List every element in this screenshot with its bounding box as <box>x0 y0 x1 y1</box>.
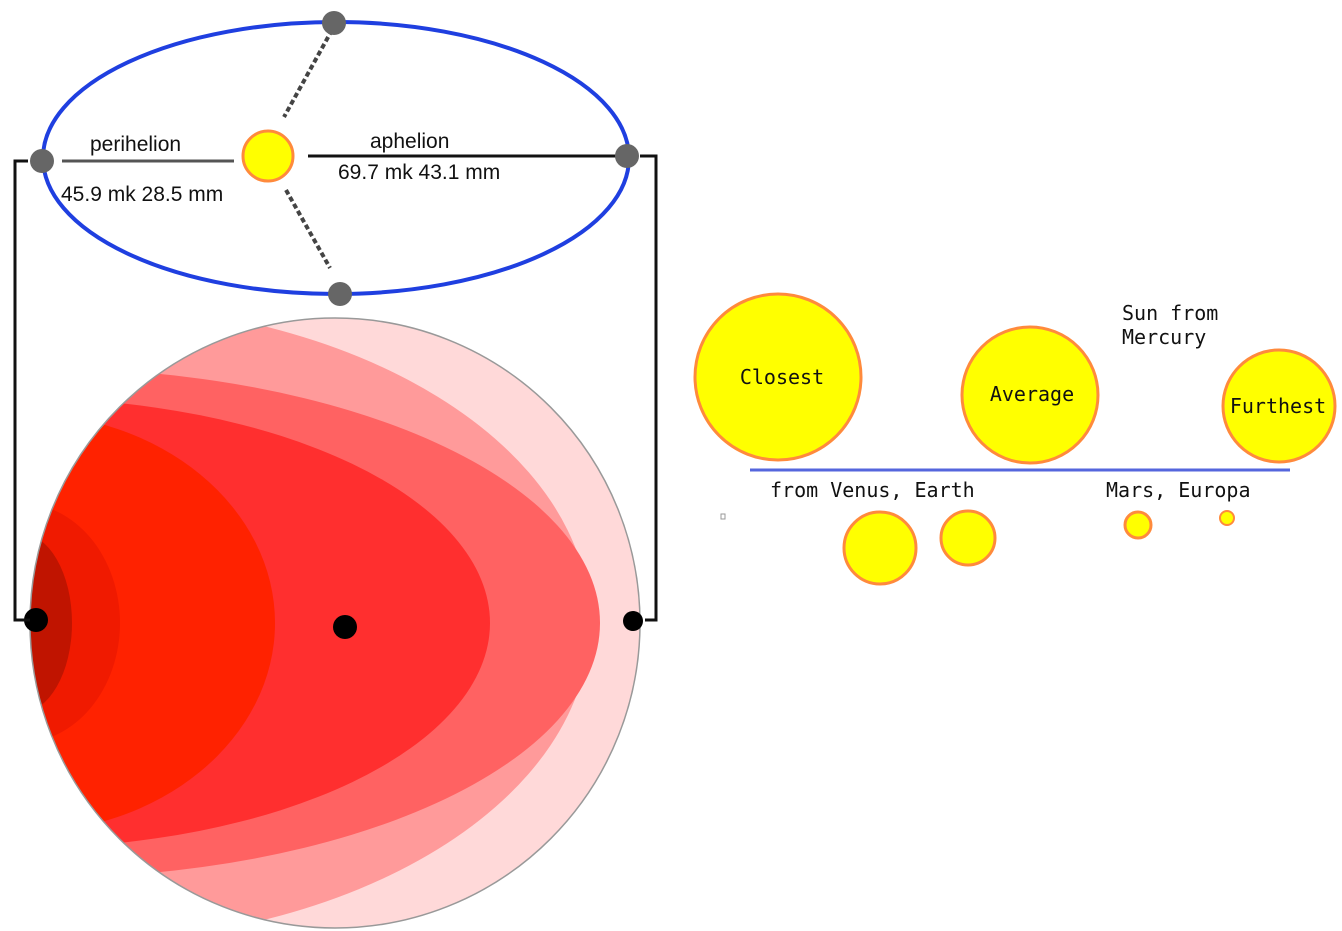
sun-from-europa <box>1219 510 1235 526</box>
contour-band-5 <box>30 503 120 743</box>
sun-from-title-line1: Sun from <box>1122 301 1218 325</box>
orbit-ellipse <box>41 20 631 296</box>
radius-line-top <box>282 29 334 118</box>
tiny-marker <box>720 513 726 520</box>
perihelion-label: perihelion <box>90 133 181 156</box>
subsolar-point-center <box>333 615 357 639</box>
planet-contour-map <box>24 317 643 929</box>
orbit-node-aphelion <box>615 144 639 168</box>
sun-furthest <box>1221 348 1337 464</box>
sun-average <box>960 325 1100 465</box>
perihelion-value: 45.9 mk 28.5 mm <box>61 183 223 206</box>
mars-europa-label: Mars, Europa <box>1106 478 1251 502</box>
sun-closest <box>693 292 863 462</box>
orbit-node-perihelion <box>30 149 54 173</box>
aphelion-value: 69.7 mk 43.1 mm <box>338 161 500 184</box>
orbit-node-top <box>322 11 346 35</box>
sun-from-venus <box>842 510 918 586</box>
sun-from-title-line2: Mercury <box>1122 325 1206 349</box>
subsolar-point-left <box>24 608 48 632</box>
bracket-left <box>13 159 30 622</box>
orbit-sun <box>241 129 295 183</box>
aphelion-label: aphelion <box>370 130 449 153</box>
sun-furthest-label: Furthest <box>1230 394 1326 418</box>
sun-from-earth <box>939 509 997 567</box>
venus-earth-label: from Venus, Earth <box>770 478 975 502</box>
connector-brackets <box>13 154 658 622</box>
contour-band-4 <box>30 413 275 833</box>
subsolar-point-right <box>623 611 643 631</box>
sun-from-mars <box>1123 510 1153 540</box>
sun-average-label: Average <box>990 382 1074 406</box>
bracket-right <box>640 154 658 622</box>
orbit-node-bottom <box>328 282 352 306</box>
contour-band-3 <box>30 398 490 848</box>
orbit-diagram: perihelion 45.9 mk 28.5 mm aphelion 69.7… <box>30 11 639 306</box>
sun-closest-label: Closest <box>740 365 824 389</box>
sun-size-comparison: Sun from Mercury Closest Average Furthes… <box>693 292 1337 586</box>
radius-line-bottom <box>284 189 332 269</box>
contour-band-6 <box>30 533 72 713</box>
